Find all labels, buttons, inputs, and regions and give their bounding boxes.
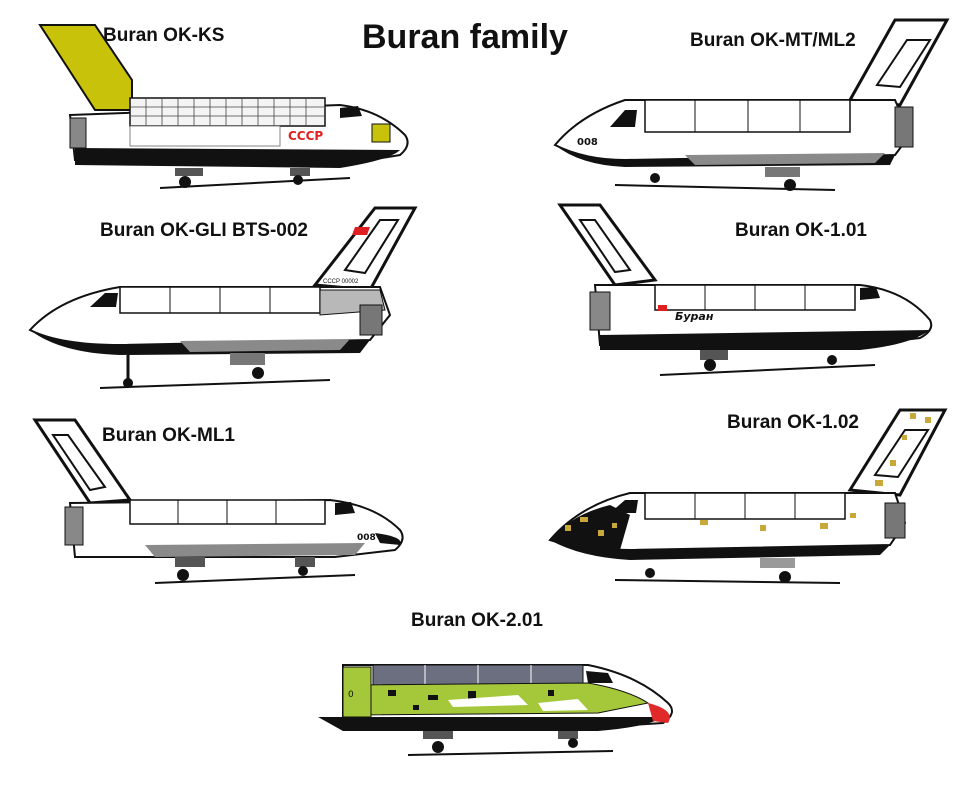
marking-008: 008 <box>577 137 598 148</box>
marking-cccp: СССР <box>288 129 323 143</box>
label-ok-1-02: Buran OK-1.02 <box>727 412 859 433</box>
ship-ok-gli: СССР 00002 002 <box>28 206 418 389</box>
label-ok-2-01: Buran OK-2.01 <box>411 610 543 631</box>
ship-ok-1-01: Буран <box>557 203 933 376</box>
ship-ok-ml1: 008 <box>32 418 404 584</box>
label-ok-1-01: Buran OK-1.01 <box>735 220 867 241</box>
label-ok-gli: Buran OK-GLI BTS-002 <box>100 220 308 241</box>
ship-ok-mt-ml2: 008 <box>553 18 950 191</box>
label-ok-ml1: Buran OK-ML1 <box>102 425 235 446</box>
ship-ok-ks: СССР <box>38 24 409 189</box>
marking-cccp-tail: СССР 00002 <box>323 279 359 285</box>
page-title: Buran family <box>362 18 568 56</box>
label-ok-mt-ml2: Buran OK-MT/ML2 <box>690 30 856 51</box>
marking-buran: Буран <box>675 310 714 323</box>
marking-008: 008 <box>357 533 376 543</box>
marking-0: 0 <box>348 690 354 700</box>
ship-ok-1-02 <box>548 408 948 584</box>
marking-002: 002 <box>55 325 76 336</box>
label-ok-ks: Buran OK-KS <box>103 25 225 46</box>
ship-ok-2-01: 0 <box>318 664 673 756</box>
